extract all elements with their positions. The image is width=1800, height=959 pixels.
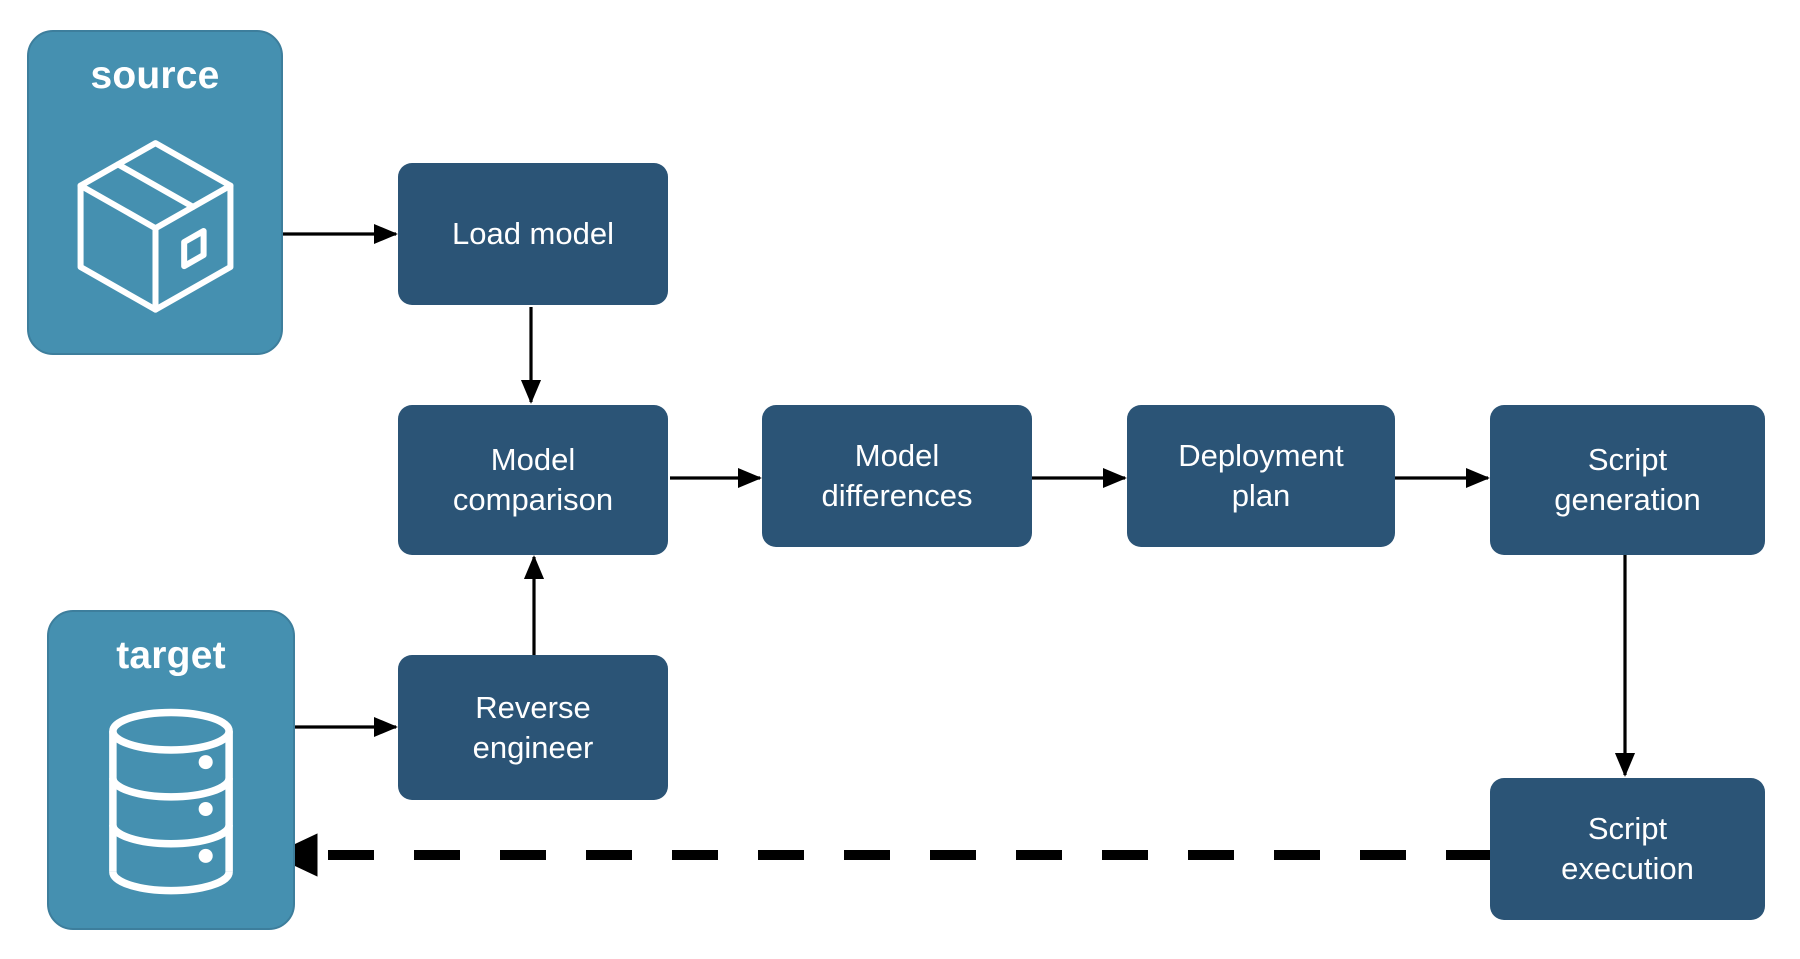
process-model-comparison-line1: Model <box>490 442 576 478</box>
process-script-execution-line1: Script <box>1587 811 1668 847</box>
process-reverse-engineer[interactable]: Reverse engineer <box>398 655 668 800</box>
process-model-differences-line1: Model <box>854 438 940 474</box>
process-model-comparison-label: Model comparison <box>453 440 613 519</box>
process-reverse-engineer-line1: Reverse <box>475 689 591 725</box>
process-load-model[interactable]: Load model <box>398 163 668 305</box>
database-cylinder-icon <box>49 675 293 928</box>
process-script-generation-label: Script generation <box>1554 440 1701 519</box>
process-deployment-plan-line2: plan <box>1231 478 1291 513</box>
process-model-comparison-line2: comparison <box>452 482 614 517</box>
package-box-icon <box>29 95 281 353</box>
process-deployment-plan-line1: Deployment <box>1178 438 1344 474</box>
process-script-execution-label: Script execution <box>1561 809 1694 888</box>
endpoint-source[interactable]: source <box>27 30 283 355</box>
process-deployment-plan[interactable]: Deployment plan <box>1127 405 1395 547</box>
process-model-comparison[interactable]: Model comparison <box>398 405 668 555</box>
process-script-execution[interactable]: Script execution <box>1490 778 1765 920</box>
process-deployment-plan-label: Deployment plan <box>1178 436 1343 515</box>
process-script-generation-line2: generation <box>1554 482 1701 517</box>
process-script-generation-line1: Script <box>1587 442 1668 478</box>
endpoint-target[interactable]: target <box>47 610 295 930</box>
process-model-differences[interactable]: Model differences <box>762 405 1032 547</box>
process-model-differences-line2: differences <box>821 478 973 513</box>
process-model-differences-label: Model differences <box>821 436 972 515</box>
endpoint-target-label: target <box>116 634 226 677</box>
process-reverse-engineer-line2: engineer <box>472 729 594 765</box>
process-load-model-label: Load model <box>451 216 614 252</box>
process-script-execution-line2: execution <box>1561 851 1694 886</box>
endpoint-source-label: source <box>90 54 220 97</box>
process-reverse-engineer-label: Reverse engineer <box>473 688 594 767</box>
process-script-generation[interactable]: Script generation <box>1490 405 1765 555</box>
